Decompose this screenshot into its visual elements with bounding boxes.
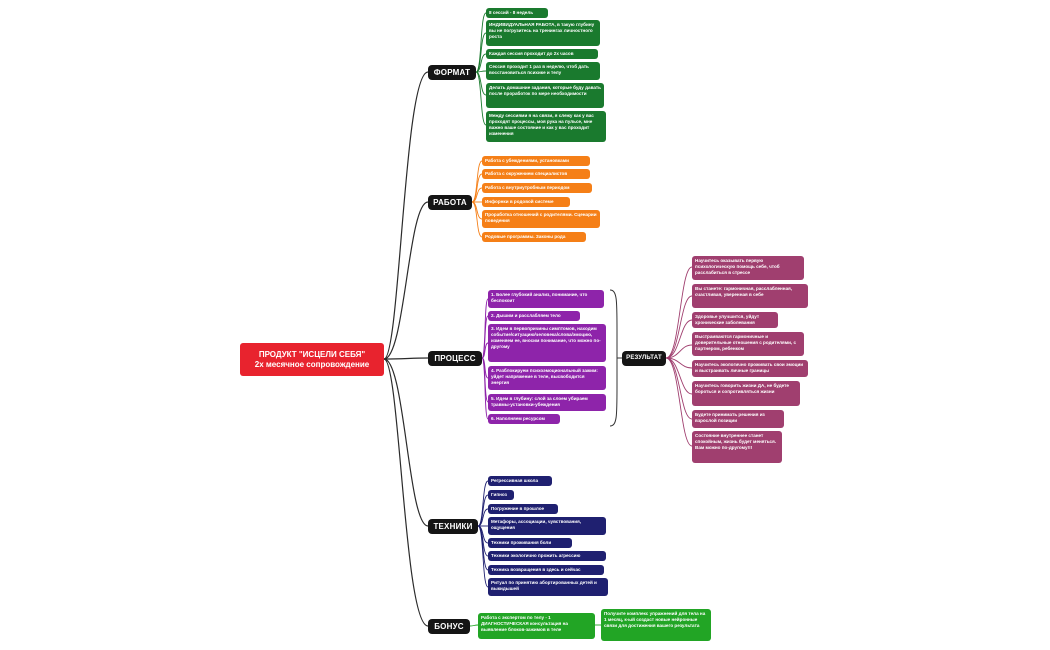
format-item[interactable]: Делать домашние задания, которые буду да… <box>486 83 604 108</box>
result-item[interactable]: Научитесь оказывать первую психологическ… <box>692 256 804 280</box>
branch-format[interactable]: ФОРМАТ <box>428 65 476 80</box>
branch-work[interactable]: РАБОТА <box>428 195 472 210</box>
connector-root-format <box>383 71 429 360</box>
root-node[interactable]: ПРОДУКТ "ИСЦЕЛИ СЕБЯ" 2х месячное сопров… <box>240 343 384 376</box>
connector-root-bonus <box>383 358 429 627</box>
result-item[interactable]: Будете принимать решения из взрослой поз… <box>692 410 784 428</box>
result-bracket <box>609 289 618 427</box>
technique-item[interactable]: Ритуал по принятию абортированных детей … <box>488 578 608 596</box>
process-item[interactable]: 5. Идем в глубину: слой за слоем убираем… <box>488 394 606 411</box>
technique-item[interactable]: Техники экологично прожить агрессию <box>488 551 606 561</box>
work-item[interactable]: Проработка отношений с родителями. Сцена… <box>482 210 600 228</box>
branch-bonus[interactable]: БОНУС <box>428 619 470 634</box>
process-item[interactable]: 1. Более глубокий анализ, понимание, что… <box>488 290 604 308</box>
branch-result[interactable]: РЕЗУЛЬТАТ <box>622 351 666 366</box>
result-item[interactable]: Научитесь говорить жизни ДА, не будете б… <box>692 381 800 406</box>
bonus-item[interactable]: Получите комплекс упражнений для тела на… <box>601 609 711 641</box>
branch-process[interactable]: ПРОЦЕСС <box>428 351 482 366</box>
work-item[interactable]: Работа с убеждениями, установками <box>482 156 590 166</box>
work-item[interactable]: Родовые программы. Законы рода <box>482 232 586 242</box>
work-item[interactable]: Работа с внутриутробным периодом <box>482 183 592 193</box>
format-item[interactable]: Сессия проходит 1 раз в неделю, чтоб дат… <box>486 62 600 80</box>
connector-root-process <box>383 357 429 360</box>
technique-item[interactable]: Регрессивная школа <box>488 476 552 486</box>
format-item[interactable]: 8 сессий - 8 недель <box>486 8 548 18</box>
format-item[interactable]: ИНДИВИДУАЛЬНАЯ РАБОТА, в такую глубину в… <box>486 20 600 46</box>
connector-root-work <box>383 201 429 360</box>
process-item[interactable]: 4. Разблокируем психоэмоциональный зажим… <box>488 366 606 390</box>
technique-item[interactable]: Техника возвращения в здесь и сейчас <box>488 565 604 575</box>
work-item[interactable]: Работа с окружением специалистов <box>482 169 590 179</box>
technique-item[interactable]: Погружение в прошлое <box>488 504 558 514</box>
technique-item[interactable]: Техники проживания боли <box>488 538 572 548</box>
result-item[interactable]: Научитесь экологично проживать свои эмоц… <box>692 360 808 377</box>
work-item[interactable]: Инфорнки в родовой системе <box>482 197 570 207</box>
connector-root-techniques <box>383 358 429 527</box>
technique-item[interactable]: Гипноз <box>488 490 514 500</box>
root-subtitle: 2х месячное сопровождение <box>254 359 370 369</box>
result-item[interactable]: Здоровье улучшится, уйдут хронические за… <box>692 312 778 328</box>
format-item[interactable]: Каждая сессия проходит до 2х часов <box>486 49 598 59</box>
technique-item[interactable]: Метафоры, ассоциации, чувствования, ощущ… <box>488 517 606 535</box>
format-item[interactable]: Между сессиями я на связи, я слежу как у… <box>486 111 606 142</box>
process-item[interactable]: 3. Идем в первопричины симптомов, находи… <box>488 324 606 362</box>
result-item[interactable]: Вы станете: гармоничная, расслабленная, … <box>692 284 808 308</box>
branch-techniques[interactable]: ТЕХНИКИ <box>428 519 478 534</box>
process-item[interactable]: 2. Дышим и расслабляем тело <box>488 311 580 321</box>
result-item[interactable]: Выстраиваются гармоничные и доверительны… <box>692 332 804 356</box>
result-item[interactable]: Состояние внутреннее станет спокойным, ж… <box>692 431 782 463</box>
bonus-item[interactable]: Работа с экспертом по телу - 1 ДИАГНОСТИ… <box>478 613 595 639</box>
root-title: ПРОДУКТ "ИСЦЕЛИ СЕБЯ" <box>258 349 366 359</box>
process-item[interactable]: 6. Наполняем ресурсом <box>488 414 560 424</box>
